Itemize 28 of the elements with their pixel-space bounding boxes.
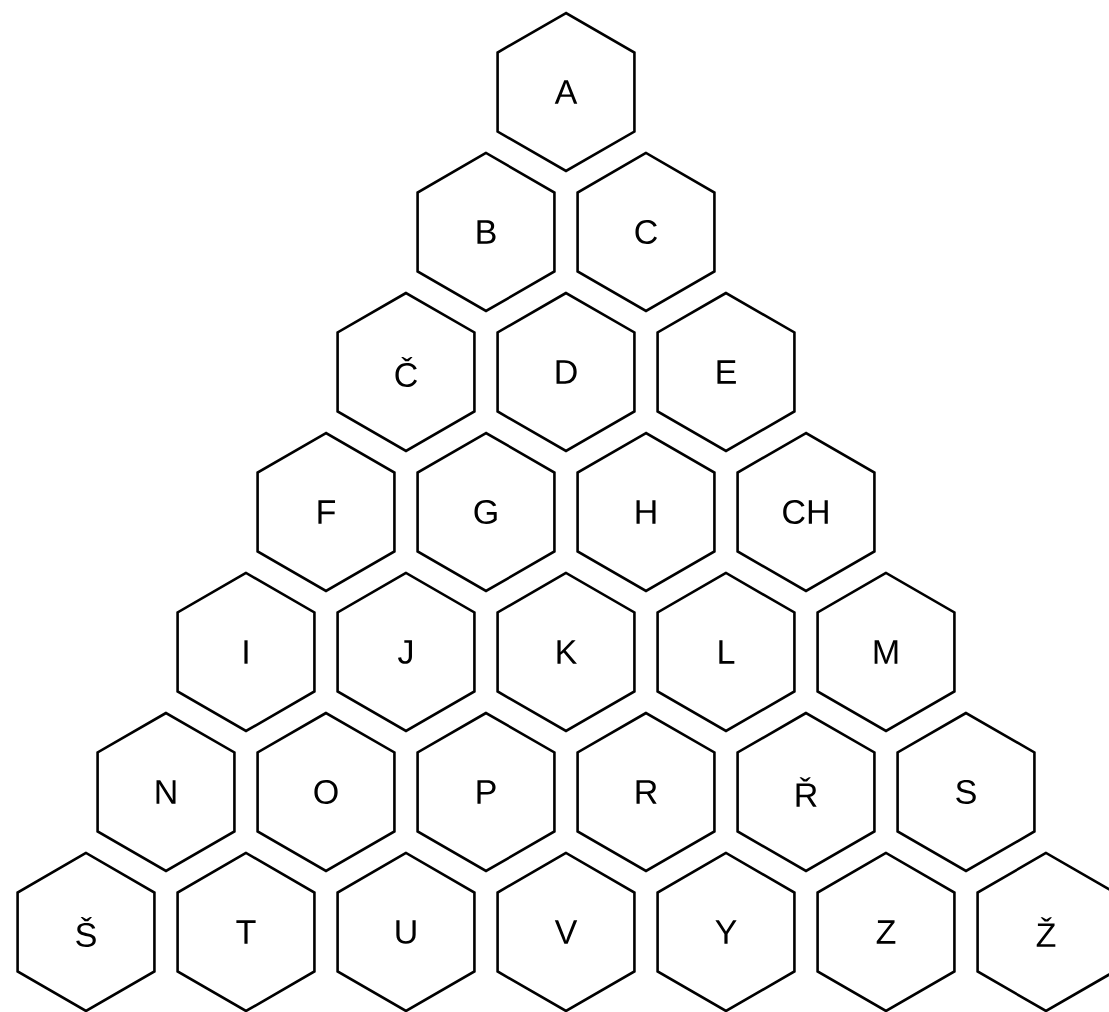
hexagon: Š bbox=[16, 851, 156, 1012]
hexagon: G bbox=[416, 431, 556, 593]
hexagon: H bbox=[576, 431, 716, 593]
hexagon: D bbox=[496, 291, 636, 453]
hexagon: Ř bbox=[736, 711, 876, 873]
hexagon: Č bbox=[336, 291, 476, 453]
hexagon: A bbox=[496, 11, 636, 173]
hexagon: S bbox=[896, 711, 1036, 873]
hexagon: O bbox=[256, 711, 396, 873]
hexagon: Y bbox=[656, 851, 796, 1012]
hexagon: L bbox=[656, 571, 796, 733]
hexagon: F bbox=[256, 431, 396, 593]
hexagon: M bbox=[816, 571, 956, 733]
hexagon: K bbox=[496, 571, 636, 733]
hexagon: R bbox=[576, 711, 716, 873]
hexagon: J bbox=[336, 571, 476, 733]
hexagon: N bbox=[96, 711, 236, 873]
hexagon: C bbox=[576, 151, 716, 313]
hexagon: Z bbox=[816, 851, 956, 1012]
hexagon: V bbox=[496, 851, 636, 1012]
hexagon: B bbox=[416, 151, 556, 313]
hexagon: U bbox=[336, 851, 476, 1012]
hexagon: I bbox=[176, 571, 316, 733]
hexagon: E bbox=[656, 291, 796, 453]
hexagon: T bbox=[176, 851, 316, 1012]
hexagon: P bbox=[416, 711, 556, 873]
hexagon: CH bbox=[736, 431, 876, 593]
hexagon: Ž bbox=[976, 851, 1109, 1012]
